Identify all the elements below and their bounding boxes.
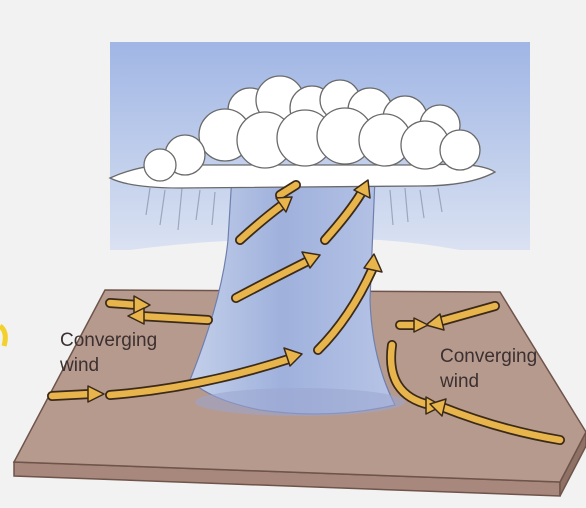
edge-mark (0, 326, 5, 346)
funnel-base-shadow (195, 388, 405, 416)
left-label-line2: wind (59, 355, 99, 376)
left-label-line1: Converging (60, 330, 157, 351)
right-label-line2: wind (439, 371, 479, 392)
right-label-line1: Converging (440, 346, 537, 367)
